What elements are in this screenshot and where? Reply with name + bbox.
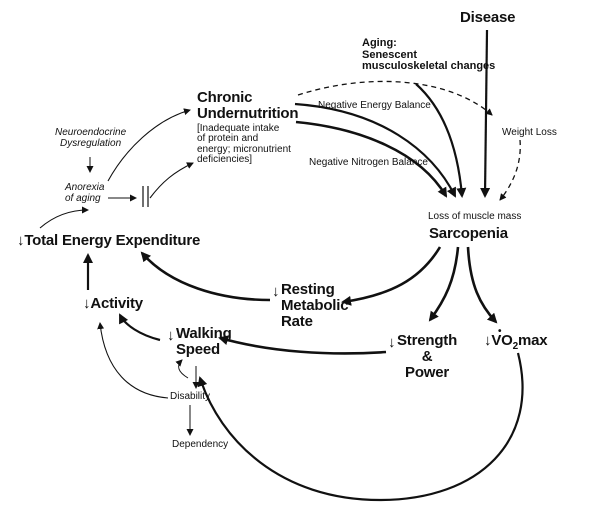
aging-line2: Senescent: [362, 48, 418, 61]
node-dependency: Dependency: [172, 439, 229, 450]
node-disease: Disease: [460, 9, 516, 26]
activity-label: Activity: [90, 295, 143, 312]
vo2-suffix: max: [517, 332, 548, 349]
arrow-sarcopenia-to-vo2: [466, 246, 498, 324]
arrow-dashed-weight-loss: [297, 80, 493, 116]
node-chronic-undernutrition: Chronic Undernutrition [Inadequate intak…: [197, 89, 299, 166]
vo2-dot-icon: •: [498, 326, 502, 337]
label-negative-nitrogen: Negative Nitrogen Balance: [309, 157, 428, 168]
node-aging: Aging: Senescent musculoskeletal changes: [362, 37, 496, 73]
arrow-sarcopenia-to-rmr: [341, 246, 442, 306]
node-resting-metabolic-rate: ↓ Resting Metabolic Rate: [272, 281, 349, 330]
chronic-detail: [Inadequate intake of protein and energy…: [197, 122, 291, 165]
vo2-subscript: 2: [512, 341, 519, 352]
down-arrow-icon: ↓: [83, 295, 91, 312]
arrow-dashed-weightloss-to-sarcopenia: [499, 139, 521, 201]
node-walking-speed: ↓ Walking Speed: [167, 326, 232, 358]
arrow-disability-to-activity: [97, 322, 169, 399]
arrow-walking-curl: [175, 359, 189, 379]
label-negative-energy: Negative Energy Balance: [318, 100, 431, 111]
arrow-sarcopenia-to-strength: [428, 246, 460, 322]
arrow-walking-to-activity: [119, 313, 161, 342]
tee-label: Total Energy Expenditure: [24, 232, 201, 249]
walking-label: Walking Speed: [176, 325, 232, 358]
aging-line3: musculoskeletal changes: [362, 60, 496, 73]
vo2-prefix: VO: [491, 332, 513, 349]
arrow-aging-to-sarcopenia: [415, 83, 467, 198]
down-arrow-icon: ↓: [272, 283, 280, 300]
label-loss-muscle: Loss of muscle mass: [428, 211, 522, 222]
node-neuroendocrine: Neuroendocrine Dysregulation: [55, 127, 127, 149]
node-vo2max: ↓VO2max •: [484, 326, 548, 353]
arrow-vo2-to-walking: [197, 352, 524, 502]
down-arrow-icon: ↓: [17, 232, 25, 249]
strength-label: Strength & Power: [397, 332, 458, 381]
node-weight-loss: Weight Loss: [502, 127, 557, 138]
chronic-line1: Chronic: [197, 89, 253, 106]
arrow-nitrogen-balance: [295, 120, 448, 198]
node-sarcopenia: Sarcopenia: [429, 225, 508, 242]
arrow-blocked-to-chronic: [149, 162, 194, 199]
arrow-tee-to-anorexia: [39, 206, 89, 229]
node-strength-power: ↓ Strength & Power: [388, 333, 457, 380]
down-arrow-icon: ↓: [484, 332, 492, 349]
down-arrow-icon: ↓: [388, 334, 396, 351]
down-arrow-icon: ↓: [167, 327, 175, 344]
rmr-label: Resting Metabolic Rate: [281, 281, 349, 330]
arrow-strength-to-walking: [218, 335, 387, 355]
node-anorexia: Anorexia of aging: [65, 182, 105, 204]
arrow-anorexia-to-chronic: [107, 108, 191, 182]
aging-title: Aging:: [362, 37, 397, 49]
arrow-energy-balance: [294, 102, 456, 198]
node-total-energy-expenditure: ↓Total Energy Expenditure: [17, 233, 200, 249]
arrow-rmr-to-tee: [140, 251, 271, 302]
node-activity: ↓Activity: [83, 296, 143, 312]
node-disability: Disability: [170, 391, 211, 402]
chronic-line2: Undernutrition: [197, 104, 299, 122]
